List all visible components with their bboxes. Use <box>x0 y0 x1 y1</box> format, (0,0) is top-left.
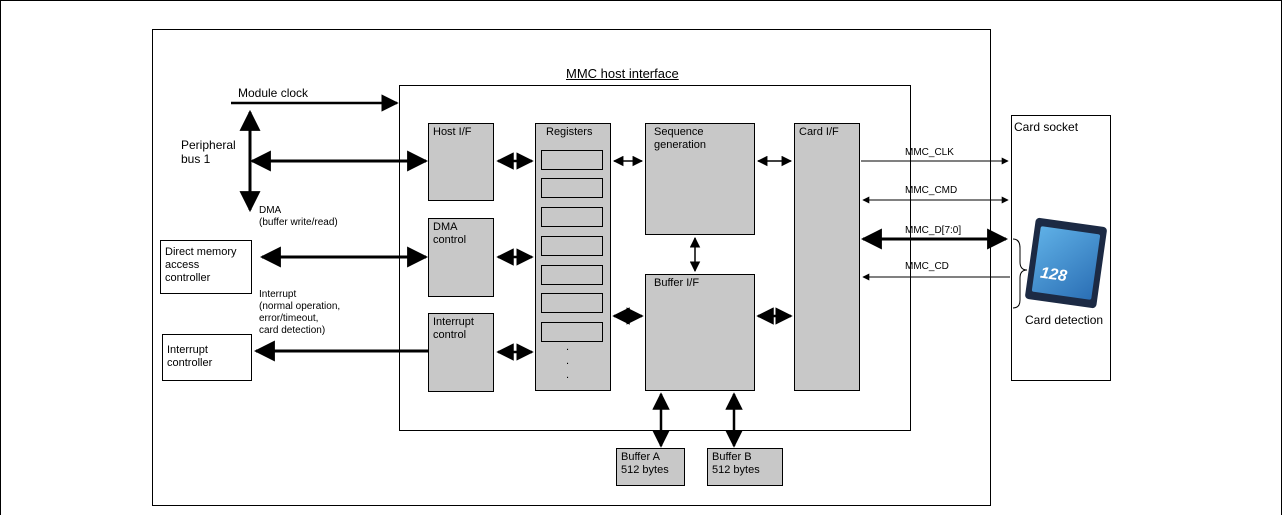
register-cell <box>541 236 603 256</box>
card-socket-label: Card socket <box>1014 120 1079 134</box>
intc-block: Interrupt controller <box>162 334 252 381</box>
host-if-label: Host I/F <box>433 126 472 138</box>
dmac-label: Direct memory access controller <box>165 246 237 284</box>
register-cell <box>541 265 603 285</box>
card-if-label: Card I/F <box>799 126 839 138</box>
interrupt-signal-label: Interrupt (normal operation, error/timeo… <box>259 289 341 336</box>
buffer-if-label: Buffer I/F <box>654 277 700 289</box>
buffer-if-block: Buffer I/F <box>645 274 755 391</box>
mmc-cmd-label: MMC_CMD <box>905 185 958 196</box>
card-if-block: Card I/F <box>794 123 860 391</box>
mmc-clk-label: MMC_CLK <box>905 147 954 158</box>
buffer-a-block: Buffer A 512 bytes <box>616 448 685 486</box>
buffer-b-label: Buffer B 512 bytes <box>712 451 760 476</box>
host-if-block: Host I/F <box>428 123 494 201</box>
register-cell <box>541 322 603 342</box>
interrupt-control-block: Interrupt control <box>428 313 494 392</box>
mmc-cd-label: MMC_CD <box>905 261 949 272</box>
dma-control-label: DMA control <box>433 221 467 246</box>
card-detection-label: Card detection <box>1025 313 1104 327</box>
register-cell <box>541 178 603 198</box>
sequence-generation-block: Sequence generation <box>645 123 755 235</box>
module-clock-label: Module clock <box>238 86 309 100</box>
peripheral-bus-label: Peripheral bus 1 <box>181 138 236 166</box>
buffer-b-block: Buffer B 512 bytes <box>707 448 783 486</box>
register-cell <box>541 207 603 227</box>
register-cell <box>541 150 603 170</box>
mmc-title: MMC host interface <box>566 66 679 81</box>
sequence-generation-label: Sequence generation <box>654 126 706 151</box>
dma-control-block: DMA control <box>428 218 494 297</box>
dmac-block: Direct memory access controller <box>160 240 252 294</box>
buffer-a-label: Buffer A 512 bytes <box>621 451 669 476</box>
dma-signal-label: DMA (buffer write/read) <box>259 205 338 228</box>
intc-label: Interrupt controller <box>167 344 213 369</box>
register-cell <box>541 293 603 313</box>
registers-label: Registers <box>546 126 593 138</box>
interrupt-control-label: Interrupt control <box>433 316 474 341</box>
card-detection-brace <box>1012 238 1028 309</box>
registers-ellipsis: . . . <box>566 341 570 381</box>
